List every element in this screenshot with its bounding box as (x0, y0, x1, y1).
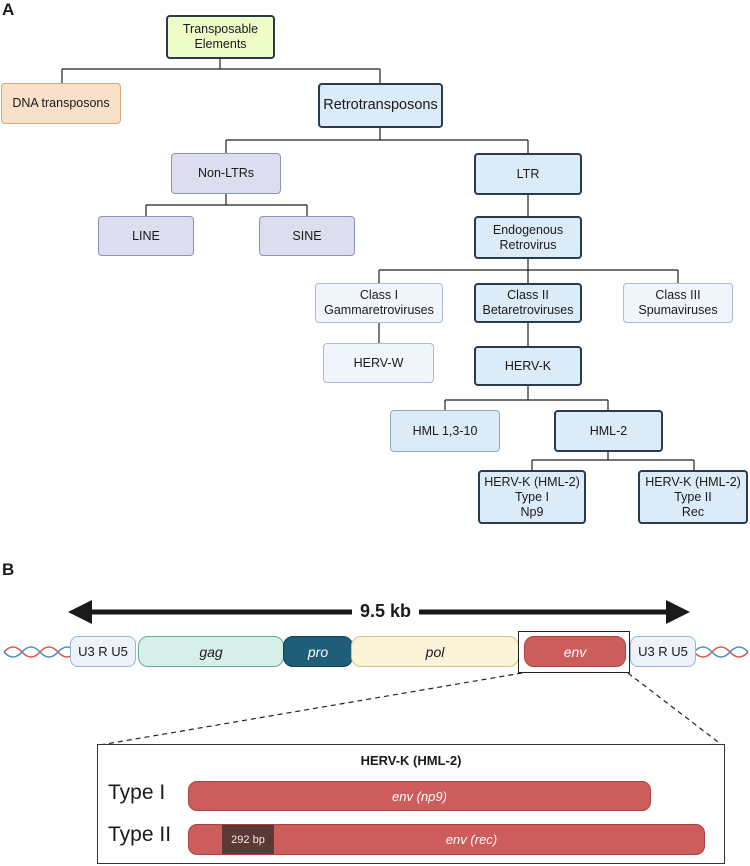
pol-gene: pol (351, 636, 519, 667)
node-class-i: Class I Gammaretroviruses (315, 283, 443, 323)
type-ii-env-text: env (rec) (445, 832, 498, 847)
node-class-iii: Class III Spumaviruses (623, 283, 733, 323)
node-hml-2: HML-2 (554, 410, 663, 452)
type-ii-label: Type II (108, 823, 172, 846)
type-i-env-text: env (np9) (392, 788, 447, 804)
zoom-title: HERV-K (HML-2) (360, 753, 462, 768)
node-endogenous-retrovirus: Endogenous Retrovirus (474, 216, 582, 259)
type-i-label: Type I (108, 781, 166, 804)
dna-helix-left (3, 646, 77, 658)
node-class-ii: Class II Betaretroviruses (474, 283, 582, 323)
length-label: 9.5 kb (352, 601, 420, 622)
node-herv-k-type-i: HERV-K (HML-2) Type I Np9 (478, 470, 586, 524)
ltr-right: U3 R U5 (630, 636, 696, 667)
node-hml-1-3-10: HML 1,3-10 (390, 410, 500, 452)
deletion-292bp: 292 bp (222, 825, 274, 854)
env-gene: env (524, 636, 626, 667)
node-transposable-elements: Transposable Elements (166, 15, 275, 59)
ltr-left: U3 R U5 (70, 636, 136, 667)
node-retrotransposons: Retrotransposons (318, 83, 443, 128)
node-ltr: LTR (474, 153, 582, 195)
panel-a-label: A (2, 0, 15, 19)
node-herv-w: HERV-W (323, 343, 434, 383)
type-ii-env-bar: env (rec) (188, 824, 705, 855)
panel-b-label: B (2, 560, 15, 579)
gag-gene: gag (138, 636, 284, 667)
type-i-env-bar: env (np9) (188, 781, 651, 811)
node-dna-transposons: DNA transposons (1, 83, 121, 124)
zoom-panel: HERV-K (HML-2) Type I env (np9) Type II … (97, 744, 725, 864)
env-highlight-box (518, 631, 630, 673)
node-herv-k: HERV-K (474, 346, 582, 386)
node-sine: SINE (259, 216, 355, 256)
node-herv-k-type-ii: HERV-K (HML-2) Type II Rec (638, 470, 748, 524)
pro-gene: pro (283, 636, 353, 667)
node-non-ltrs: Non-LTRs (171, 153, 281, 194)
node-line: LINE (98, 216, 194, 256)
